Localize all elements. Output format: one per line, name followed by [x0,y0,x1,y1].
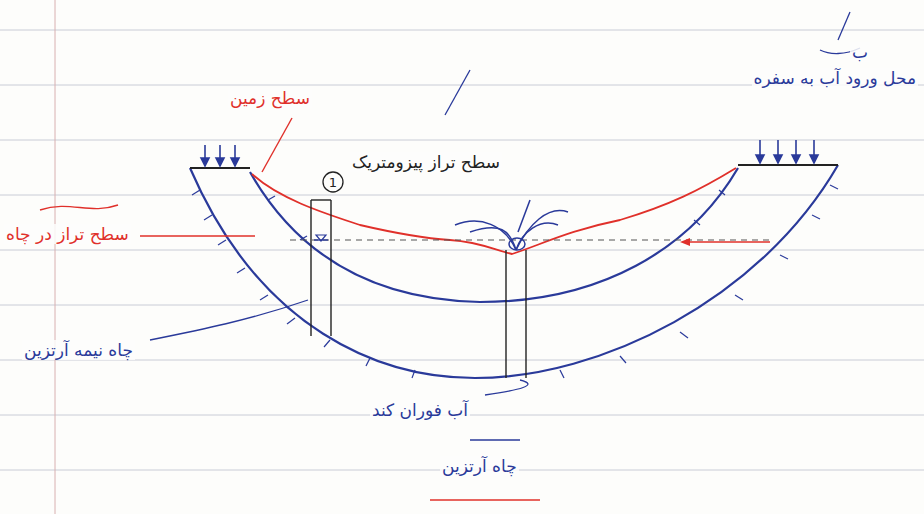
well-label: چاه آرتزین [440,456,519,476]
flowing-water-label: آب فوران کند [370,400,470,420]
callout-number: 1 [329,175,337,190]
section-letter: ب [850,42,870,62]
callout-circle: 1 [322,171,344,193]
recharge-area-label: محل ورود آب به سفره [752,68,918,88]
ground-surface-label: سطح زمین [228,88,312,108]
well-label: چاه نیمه آرتزین [22,340,135,360]
piezometric-label: سطح تراز پیزومتریک [350,152,502,172]
well-level-label: سطح تراز در چاه [4,224,131,244]
